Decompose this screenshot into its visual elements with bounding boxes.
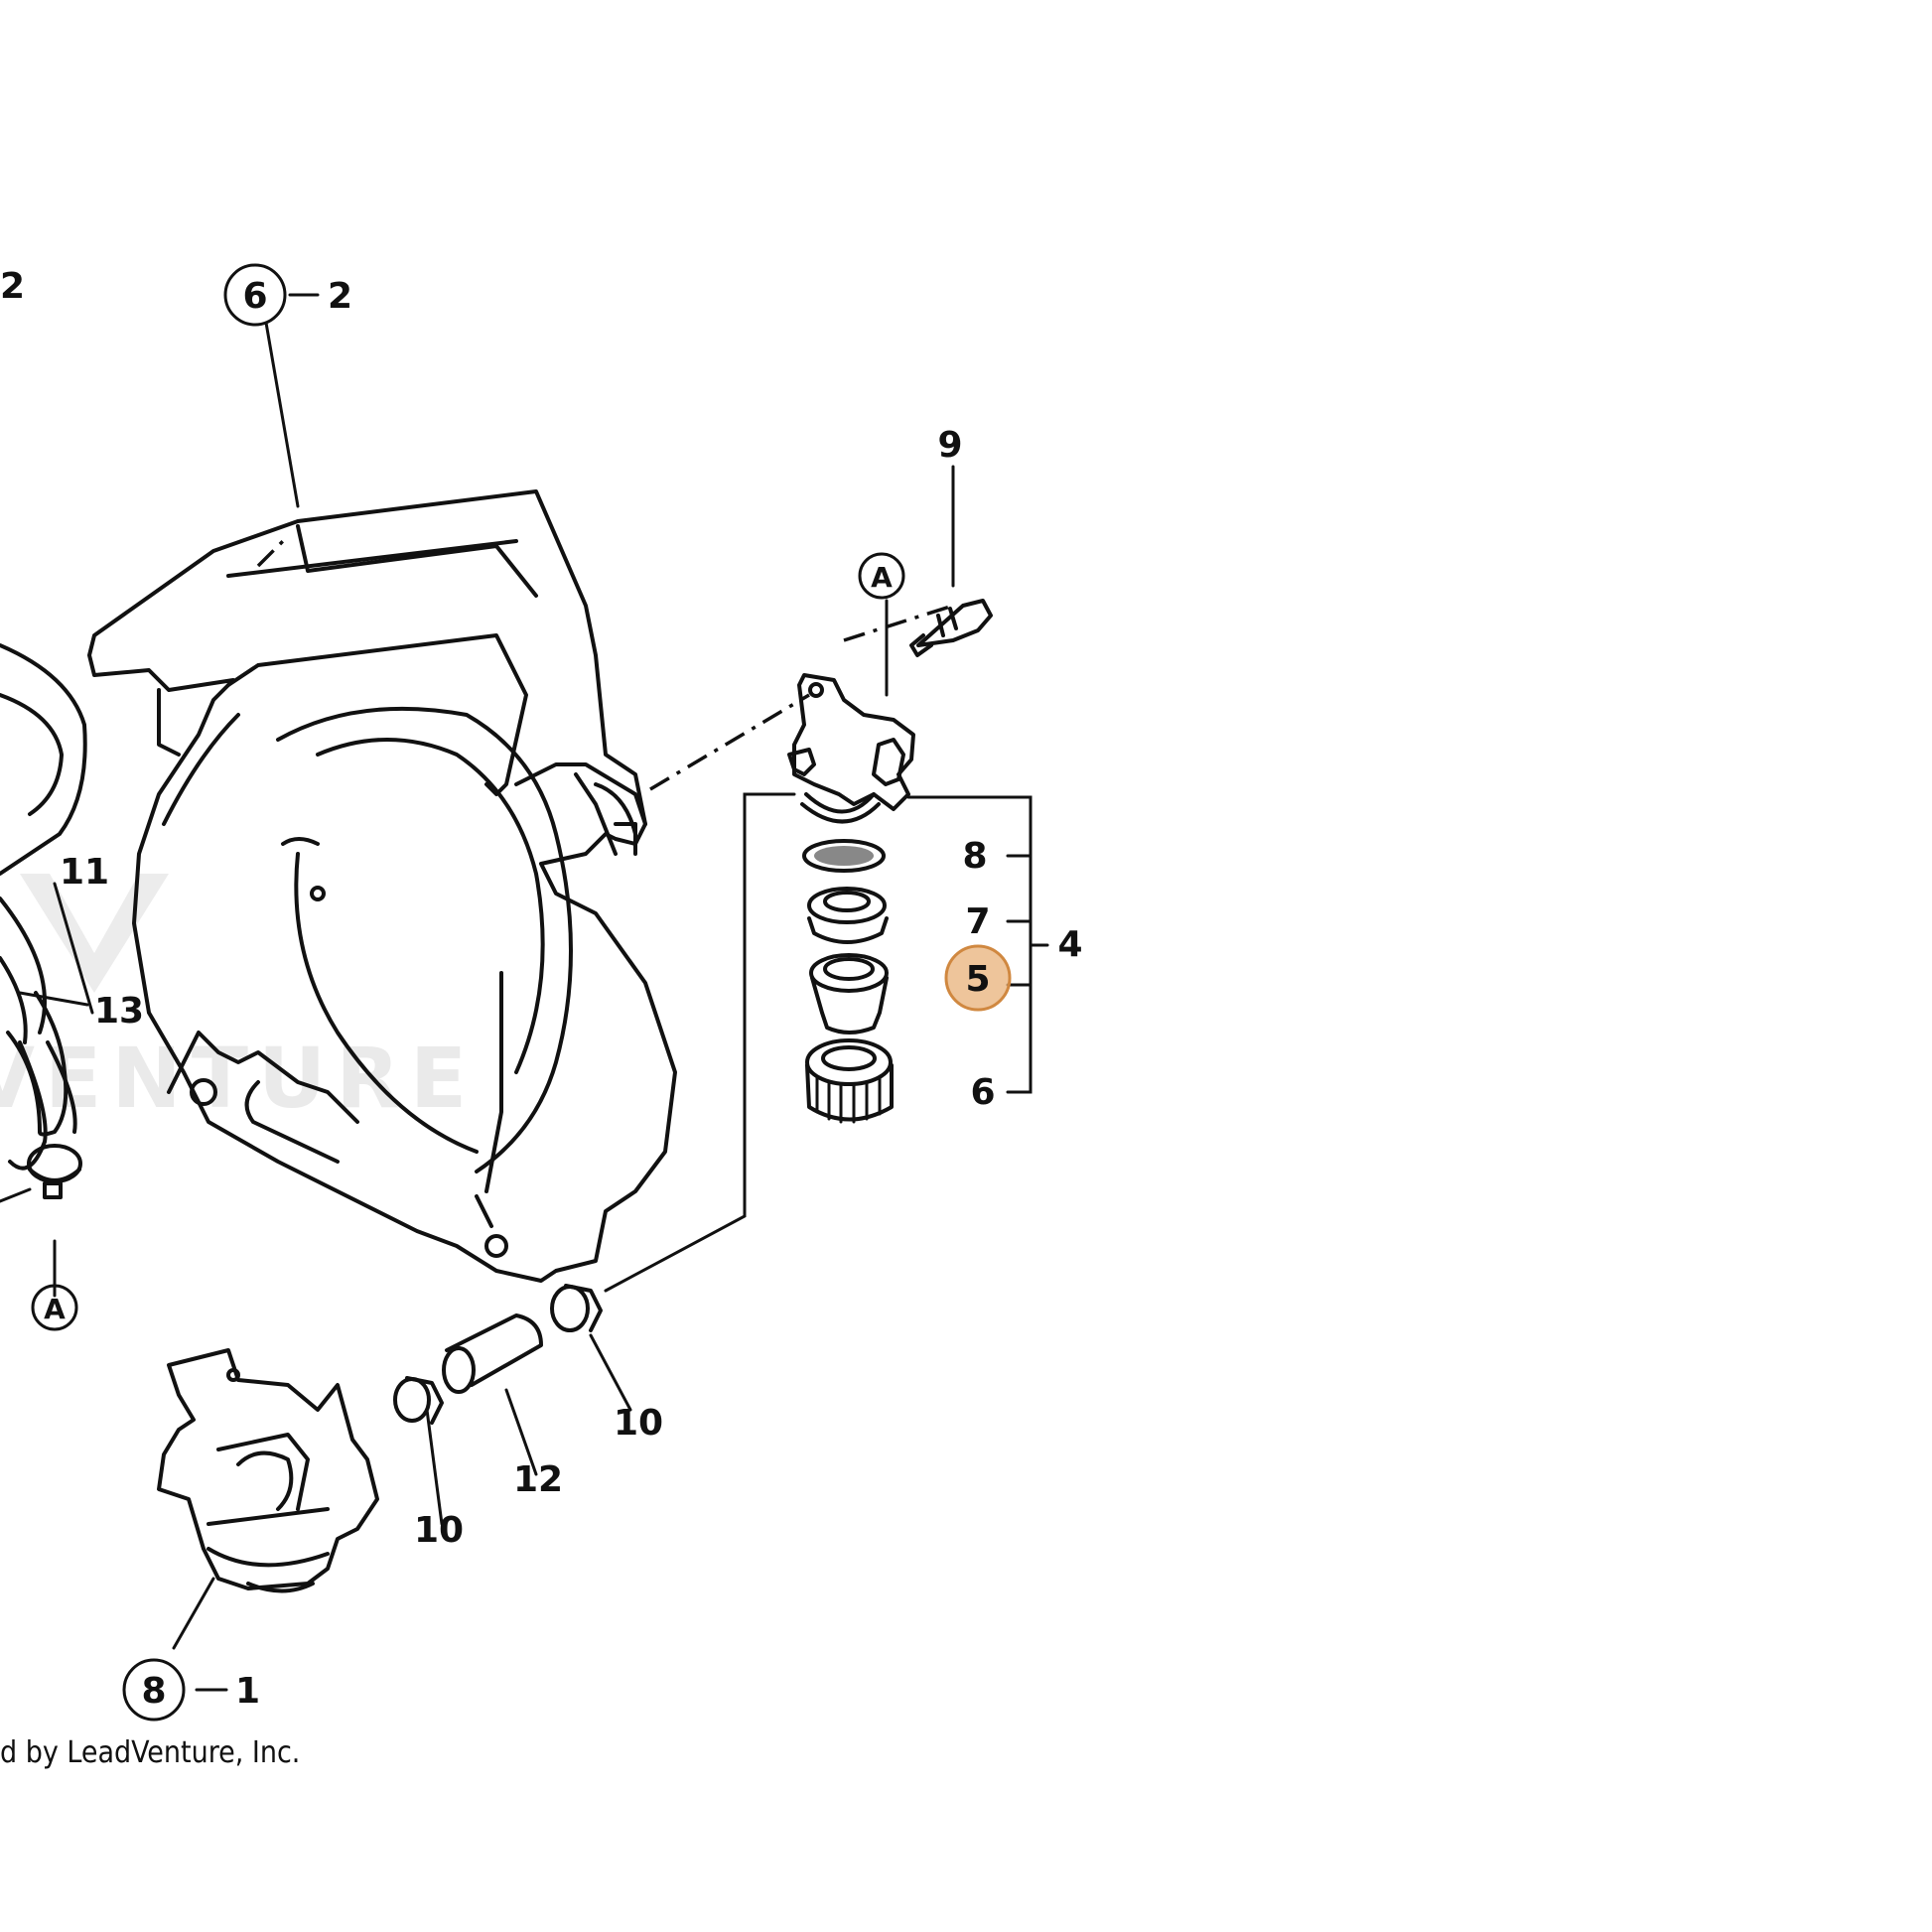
footer-credit: d by LeadVenture, Inc. [0, 1735, 300, 1770]
callout-labels: 2 6 2 9 A 8 7 4 6 5 11 13 A 10 12 10 [0, 263, 1083, 1770]
callout-6-2-suffix: 2 [328, 276, 352, 317]
label-9: 9 [937, 425, 962, 466]
gasket-7 [807, 887, 889, 944]
strainer-8 [802, 839, 886, 873]
hose-clamp-10-left [393, 1376, 444, 1425]
fuel-valve [787, 673, 915, 824]
label-6: 6 [970, 1072, 995, 1113]
fuel-hose-13 [6, 991, 69, 1137]
callout-A-bottom: A [31, 1284, 78, 1331]
label-8: 8 [962, 836, 987, 877]
label-10-left: 10 [414, 1510, 464, 1551]
hose-clamp-10-right [550, 1284, 603, 1332]
watermark-text: VENTURE [0, 1030, 477, 1127]
callout-8-1: 8 1 [122, 1658, 260, 1722]
highlight-circle [944, 944, 1012, 1012]
callout-6-2: 6 2 [223, 263, 352, 327]
label-11: 11 [60, 852, 109, 893]
blower-housing [87, 489, 677, 1283]
hose-clamp-left [27, 1144, 82, 1199]
callout-8-1-suffix: 1 [235, 1671, 260, 1712]
label-fragment-2: 2 [0, 266, 25, 307]
carburetor [157, 1348, 379, 1593]
watermark: VENTURE [0, 874, 477, 1127]
label-4: 4 [1057, 924, 1082, 965]
label-A-bottom: A [44, 1293, 66, 1325]
fuel-tank-fragment [0, 643, 87, 1171]
leader-lines [0, 321, 1049, 1650]
label-5: 5 [965, 959, 990, 1000]
label-7: 7 [965, 901, 990, 942]
ring-nut-6 [805, 1038, 894, 1124]
fuel-hose-12 [442, 1313, 543, 1394]
callout-A-top: A [858, 552, 905, 600]
label-12: 12 [513, 1459, 563, 1500]
callout-circle [223, 263, 287, 327]
callout-6-2-circled: 6 [242, 276, 267, 317]
highlight-callout-5: 5 [944, 944, 1012, 1012]
bowl-5 [809, 953, 889, 1035]
screw-9 [909, 599, 993, 657]
callout-8-1-circled: 8 [141, 1671, 166, 1712]
label-13: 13 [94, 991, 144, 1032]
label-10-right: 10 [614, 1403, 663, 1444]
label-A-top: A [871, 561, 893, 594]
watermark-logo [20, 874, 169, 993]
